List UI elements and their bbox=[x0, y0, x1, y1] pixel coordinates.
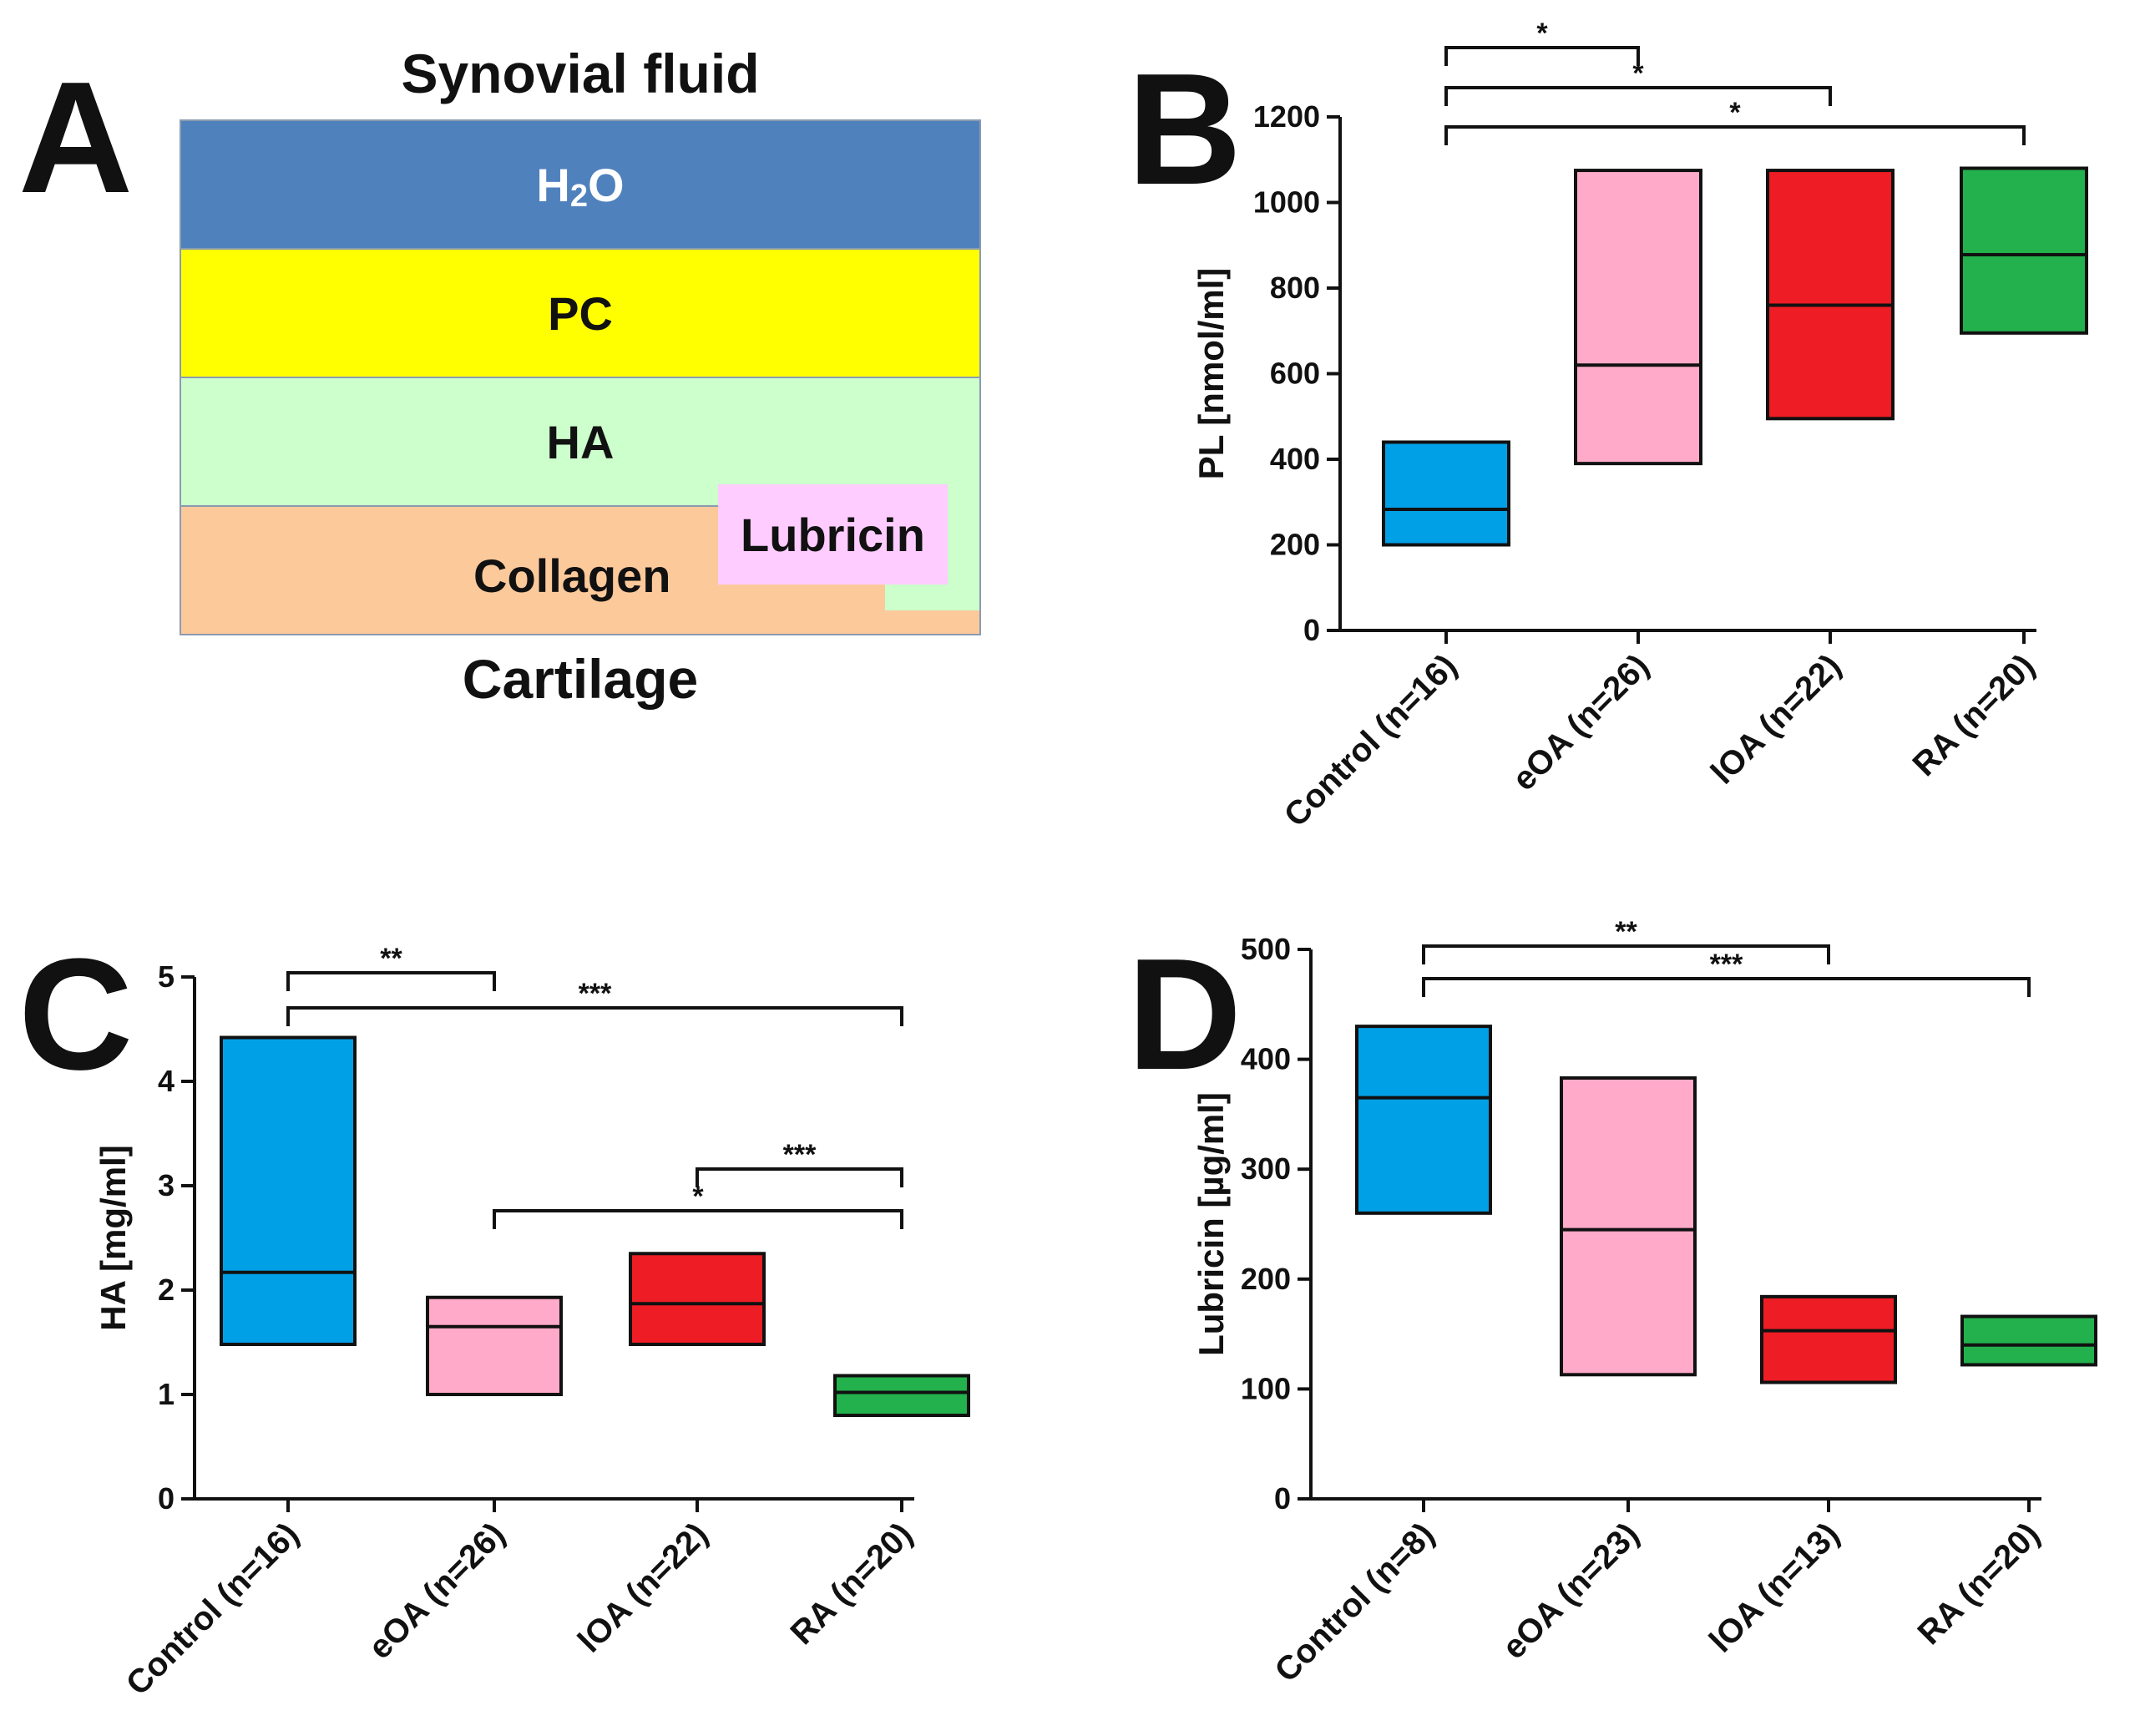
y-tick-label-c: 3 bbox=[158, 1168, 175, 1202]
panel-letter-d: D bbox=[1127, 926, 1242, 1103]
y-tick-label-b: 200 bbox=[1270, 528, 1320, 562]
box-b bbox=[1766, 169, 1895, 421]
y-tick-label-c: 1 bbox=[158, 1377, 175, 1411]
lubricin-label: Lubricin bbox=[741, 508, 925, 561]
box-b bbox=[1382, 440, 1510, 547]
panel-letter-a: A bbox=[18, 49, 134, 226]
y-axis-title-d: Lubricin [µg/ml] bbox=[1191, 1092, 1231, 1356]
significance-bracket-c bbox=[493, 1209, 903, 1229]
h2o-label-main: H bbox=[536, 158, 570, 211]
box-d bbox=[1355, 1025, 1492, 1215]
y-tick-label-d: 500 bbox=[1241, 932, 1291, 966]
significance-label-b: * bbox=[1632, 58, 1644, 89]
h2o-label-tail: O bbox=[588, 158, 625, 211]
y-tick-label-d: 400 bbox=[1241, 1042, 1291, 1076]
x-tick-label-c: RA (n=20) bbox=[783, 1516, 919, 1652]
y-tick-label-c: 4 bbox=[158, 1064, 175, 1098]
significance-label-c: * bbox=[692, 1181, 704, 1212]
collagen-label: Collagen bbox=[473, 549, 671, 602]
box-d bbox=[1560, 1076, 1697, 1377]
significance-bracket-b bbox=[1444, 86, 1832, 106]
box-b bbox=[1960, 166, 2088, 335]
panel-letter-c: C bbox=[18, 926, 134, 1103]
y-tick-label-d: 300 bbox=[1241, 1151, 1291, 1186]
y-axis-title-c: HA [mg/ml] bbox=[94, 1145, 133, 1330]
significance-bracket-b bbox=[1444, 46, 1640, 66]
chart-b: 0 200 400 600 800 1000 1200 PL [nmol/ml] Control… bbox=[1191, 18, 2088, 834]
significance-bracket-d bbox=[1422, 944, 1830, 964]
y-tick-label-d: 100 bbox=[1241, 1371, 1291, 1405]
x-tick-label-d: Control (n=8) bbox=[1267, 1516, 1441, 1689]
box-c bbox=[629, 1252, 766, 1346]
significance-label-c: *** bbox=[579, 978, 612, 1010]
x-tick-label-c: eOA (n=26) bbox=[362, 1516, 512, 1666]
box-c bbox=[833, 1374, 970, 1417]
x-tick-label-c: lOA (n=22) bbox=[571, 1516, 715, 1659]
significance-label-c: *** bbox=[783, 1139, 817, 1171]
significance-label-c: ** bbox=[380, 943, 402, 974]
y-tick-label-d: 0 bbox=[1274, 1481, 1291, 1516]
cartilage-label: Cartilage bbox=[462, 648, 699, 710]
significance-bracket-c bbox=[286, 1006, 903, 1026]
box-d bbox=[1960, 1314, 2097, 1367]
x-tick-label-d: eOA (n=23) bbox=[1495, 1516, 1646, 1666]
significance-label-d: ** bbox=[1615, 916, 1637, 948]
y-tick-label-d: 200 bbox=[1241, 1262, 1291, 1296]
significance-bracket-d bbox=[1422, 977, 2031, 997]
y-tick-label-b: 1200 bbox=[1253, 99, 1320, 134]
significance-label-d: *** bbox=[1710, 949, 1743, 980]
box-d bbox=[1760, 1294, 1897, 1384]
synovial-fluid-label: Synovial fluid bbox=[401, 43, 760, 104]
x-tick-label-b: RA (n=20) bbox=[1905, 647, 2041, 783]
layer-pc: PC bbox=[180, 248, 981, 378]
y-axis-title-b: PL [nmol/ml] bbox=[1191, 268, 1231, 480]
significance-label-b: * bbox=[1729, 97, 1741, 129]
panel-letter-b: B bbox=[1127, 41, 1242, 218]
lubricin-box: Lubricin bbox=[718, 484, 948, 585]
y-tick-label-b: 0 bbox=[1303, 613, 1320, 647]
box-c bbox=[220, 1035, 357, 1346]
significance-bracket-c bbox=[286, 971, 496, 991]
significance-bracket-b bbox=[1444, 125, 2026, 145]
ha-label: HA bbox=[546, 415, 615, 468]
pc-label: PC bbox=[548, 286, 613, 340]
x-tick-label-b: Control (n=16) bbox=[1277, 647, 1465, 834]
y-tick-label-c: 2 bbox=[158, 1273, 175, 1307]
x-tick-label-d: RA (n=20) bbox=[1910, 1516, 2046, 1652]
box-c bbox=[426, 1295, 563, 1396]
significance-label-b: * bbox=[1536, 18, 1548, 49]
x-tick-label-d: lOA (n=13) bbox=[1702, 1516, 1846, 1659]
h2o-label-sub: 2 bbox=[569, 178, 589, 214]
y-tick-label-b: 800 bbox=[1270, 271, 1320, 305]
x-tick-label-b: eOA (n=26) bbox=[1505, 647, 1656, 797]
y-tick-label-b: 400 bbox=[1270, 442, 1320, 476]
x-tick-label-b: lOA (n=22) bbox=[1704, 647, 1848, 791]
x-tick-label-c: Control (n=16) bbox=[119, 1516, 306, 1703]
y-tick-label-b: 1000 bbox=[1253, 185, 1320, 220]
box-b bbox=[1574, 169, 1702, 466]
y-tick-label-c: 0 bbox=[158, 1481, 175, 1516]
y-tick-label-c: 5 bbox=[158, 959, 175, 994]
chart-c: 0 1 2 3 4 5 HA [mg/ml] Control (n=16) eOA (n=26)… bbox=[94, 943, 970, 1703]
y-tick-label-b: 600 bbox=[1270, 357, 1320, 391]
significance-bracket-c bbox=[696, 1167, 903, 1187]
